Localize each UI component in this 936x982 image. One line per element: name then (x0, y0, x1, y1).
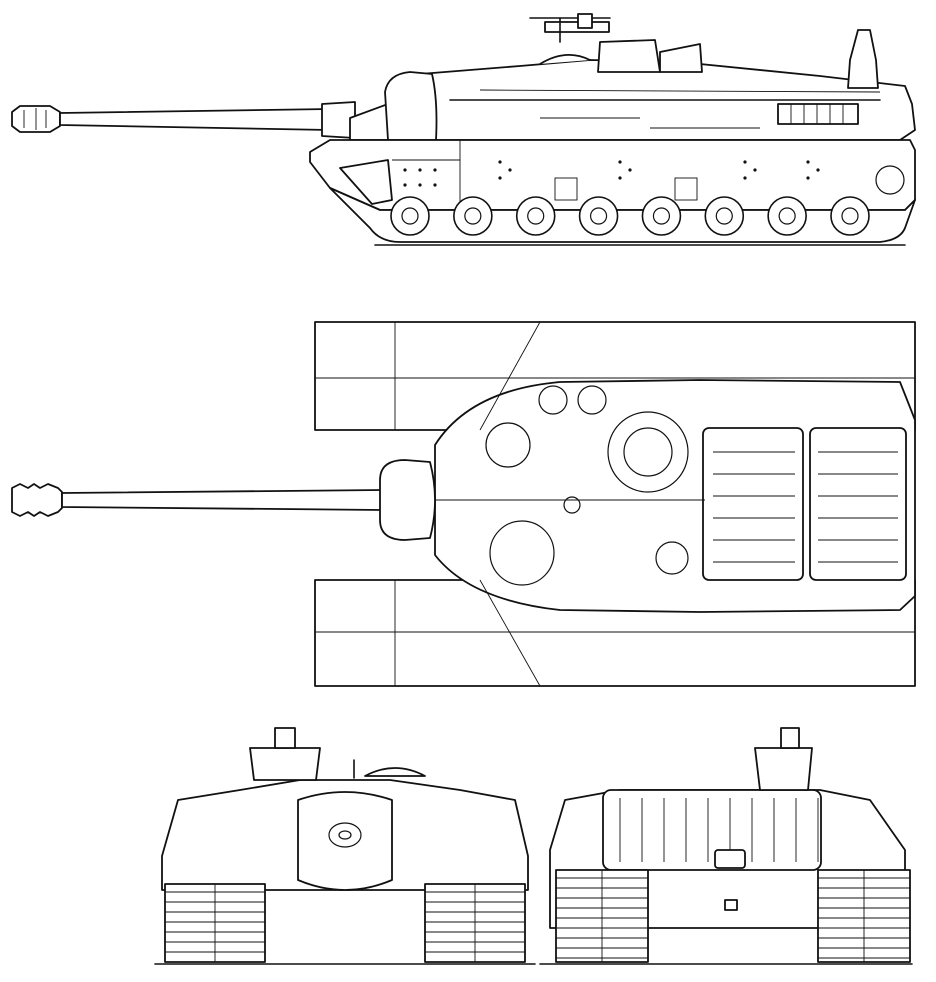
side-hull-hatches (554, 177, 698, 201)
road-wheel-hub (401, 207, 419, 225)
side-hull-rivets (403, 160, 820, 187)
road-wheel-hub (841, 207, 859, 225)
side-commander-cupola (597, 39, 661, 73)
road-wheel-hub (527, 207, 545, 225)
top-gun-barrel (61, 489, 386, 511)
road-wheel-hub (715, 207, 733, 225)
road-wheel-hub (464, 207, 482, 225)
side-gun-barrel (59, 108, 331, 131)
rear-hatch (714, 849, 746, 869)
side-rear-crane (847, 29, 879, 89)
road-wheel-hub (778, 207, 796, 225)
plan-view (11, 321, 916, 687)
front-elevation-view (154, 727, 536, 965)
top-loader-hatch (489, 520, 555, 586)
side-elevation-view (11, 13, 916, 246)
rear-elevation-view (539, 727, 913, 965)
side-drive-sprocket (875, 165, 905, 195)
front-cupola (249, 747, 321, 781)
top-main-gun (11, 483, 386, 517)
top-muzzle-brake (11, 483, 63, 517)
side-gun-mantlet (384, 71, 438, 141)
side-stowage-rack (777, 103, 859, 125)
side-main-gun (11, 101, 356, 139)
road-wheel-hub (589, 207, 608, 225)
side-front-plate (339, 159, 393, 205)
road-wheel-hub (652, 207, 671, 225)
top-gun-mantlet (379, 459, 436, 541)
front-turret-dome (364, 767, 426, 777)
top-periscope-right (577, 385, 607, 415)
rear-cupola (754, 747, 813, 791)
top-driver-hatch (485, 422, 531, 468)
side-machine-gun (544, 21, 610, 33)
rear-engine-grille (602, 789, 822, 871)
side-road-wheels (390, 196, 870, 236)
top-engine-deck (702, 427, 907, 581)
top-periscope-left (538, 385, 568, 415)
